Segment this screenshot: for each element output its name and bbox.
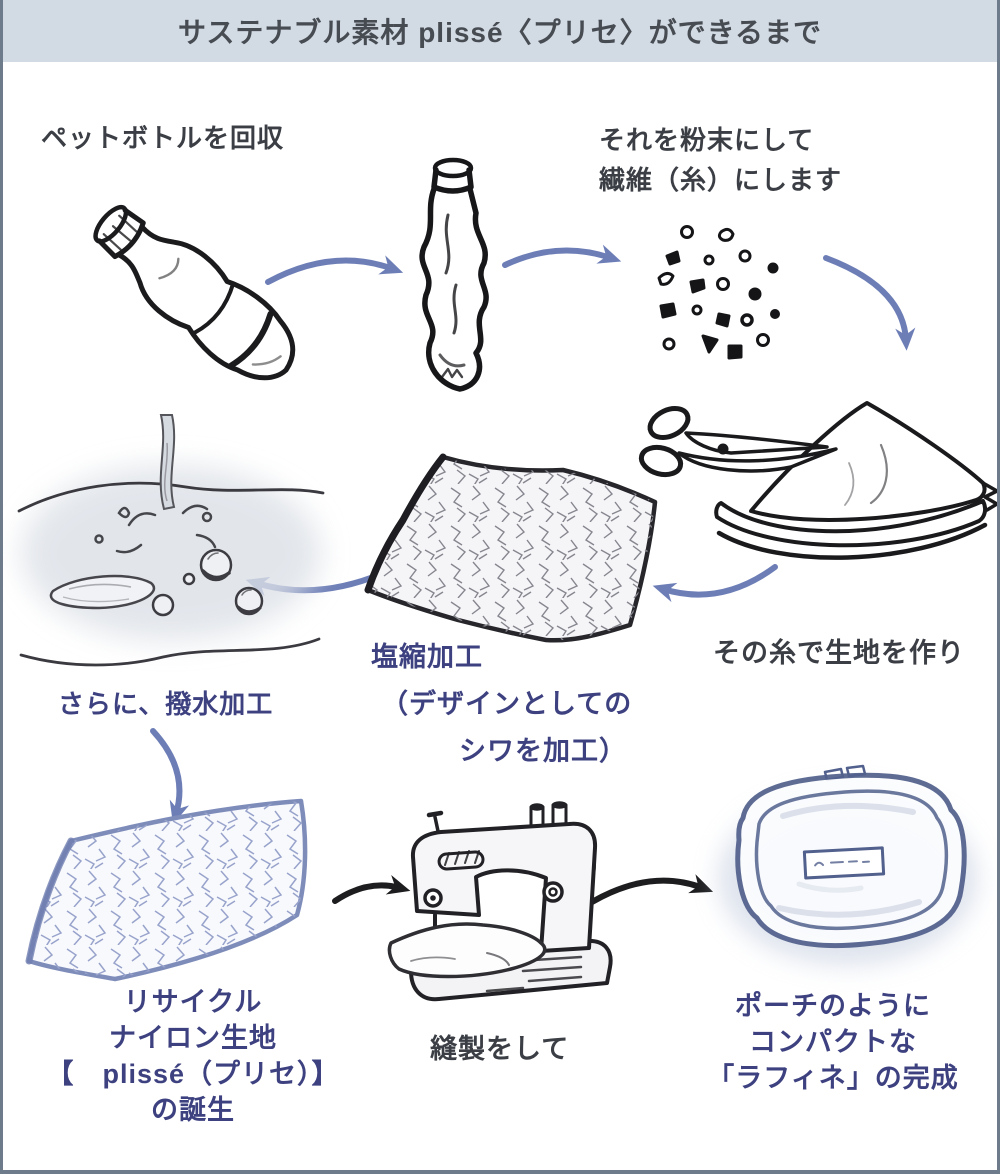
step-label-line: コンパクトな bbox=[749, 1027, 917, 1057]
step-label-line: の誕生 bbox=[151, 1095, 235, 1125]
crushed-pet-bottle-illustration bbox=[398, 155, 502, 395]
step-label-line: （デザインとしての bbox=[381, 689, 633, 719]
step-label-line: 【 plissé（プリセ）】 bbox=[46, 1059, 340, 1089]
arrow-crushed-to-powder-icon bbox=[502, 244, 622, 268]
step-label-line: ナイロン生地 bbox=[109, 1023, 277, 1053]
step-label-line: 「ラフィネ」の完成 bbox=[707, 1063, 959, 1093]
step-label-line: シワを加工） bbox=[459, 736, 627, 766]
step-label-line: ポーチのように bbox=[735, 991, 931, 1021]
step-label-powder: それを粉末にして 繊維（糸）にします bbox=[599, 120, 842, 200]
step-label-plisse: リサイクル ナイロン生地 【 plissé（プリセ）】 の誕生 bbox=[23, 984, 363, 1128]
powder-particles-illustration bbox=[651, 218, 799, 360]
arrow-bottle-to-crushed-icon bbox=[265, 255, 404, 285]
water-repellent-illustration bbox=[11, 413, 329, 693]
step-label-weave: その糸で生地を作り bbox=[713, 638, 965, 668]
step-label-line: それを粉末にして bbox=[599, 125, 815, 155]
sewing-machine-illustration bbox=[387, 793, 641, 1023]
step-label-line: リサイクル bbox=[123, 987, 263, 1017]
recycled-nylon-plisse-fabric-illustration bbox=[19, 793, 329, 998]
page-title: サステナブル素材 plissé〈プリセ〉ができるまで bbox=[177, 17, 823, 48]
step-label-hassui: さらに、撥水加工 bbox=[58, 689, 274, 719]
flow-diagram: ペットボトルを回収 それを粉末にして 繊維（糸）にします その糸で生地を作り 塩… bbox=[3, 62, 997, 1170]
pet-bottle-illustration bbox=[62, 171, 327, 419]
step-label-enshuku: 塩縮加工 （デザインとしての シワを加工） bbox=[371, 634, 632, 775]
step-label-line: 繊維（糸）にします bbox=[599, 165, 843, 195]
step-label-collect: ペットボトルを回収 bbox=[41, 123, 285, 153]
scissors-and-fabric-illustration bbox=[631, 383, 997, 573]
step-label-line: 塩縮加工 bbox=[371, 642, 483, 672]
salt-shrunk-fabric-illustration bbox=[359, 446, 669, 651]
arrow-powder-to-fabric-icon bbox=[823, 255, 916, 351]
title-banner: サステナブル素材 plissé〈プリセ〉ができるまで bbox=[3, 0, 997, 62]
step-label-sewing: 縫製をして bbox=[430, 1034, 570, 1064]
raffine-pouch-illustration bbox=[713, 758, 983, 978]
step-label-finish: ポーチのように コンパクトな 「ラフィネ」の完成 bbox=[668, 988, 997, 1096]
